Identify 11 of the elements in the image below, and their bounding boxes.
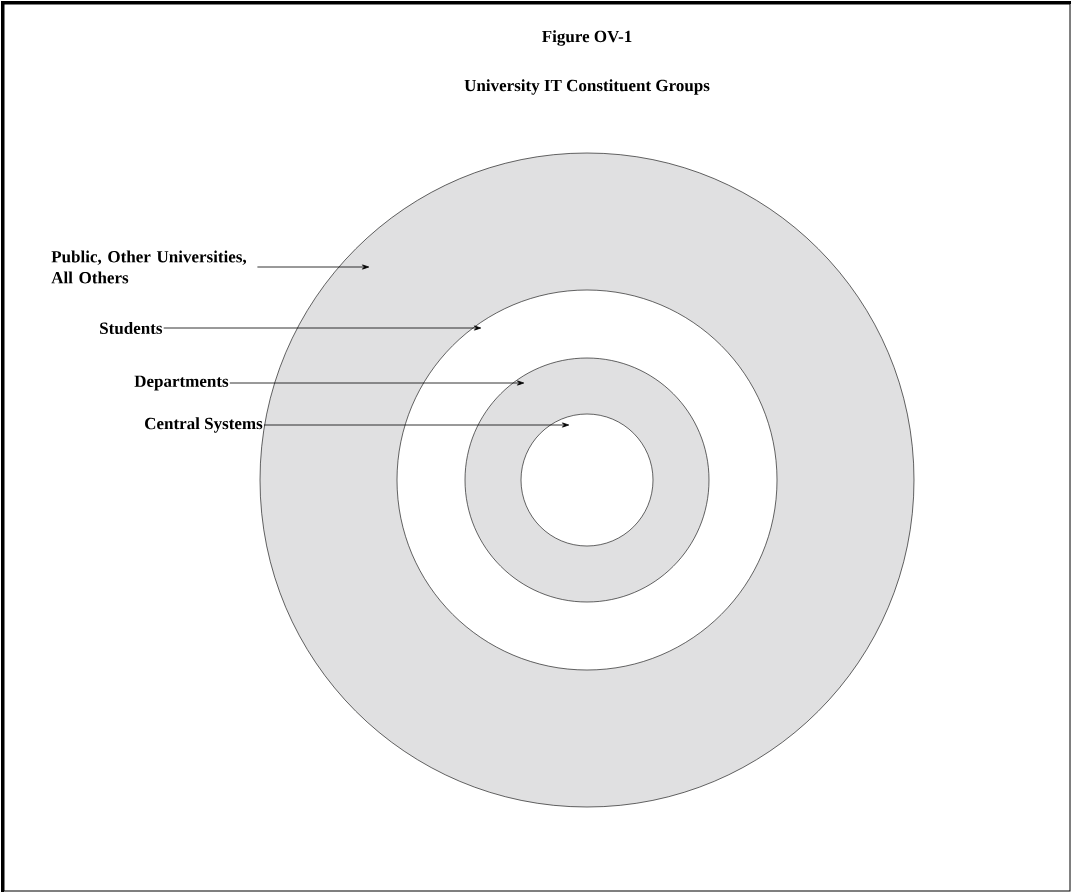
arrow xyxy=(257,264,370,270)
group-label: Public, Other Universities, All Others xyxy=(51,250,247,284)
group-label: Central Systems xyxy=(145,417,263,433)
figure-number: Figure OV-1 xyxy=(542,30,632,46)
group-label: Departments xyxy=(134,375,229,391)
title: University IT Constituent Groups xyxy=(464,79,710,95)
ring xyxy=(520,413,654,547)
arrow xyxy=(163,325,482,331)
arrow xyxy=(263,422,570,428)
arrow xyxy=(229,380,525,386)
group-label: Students xyxy=(100,322,163,334)
